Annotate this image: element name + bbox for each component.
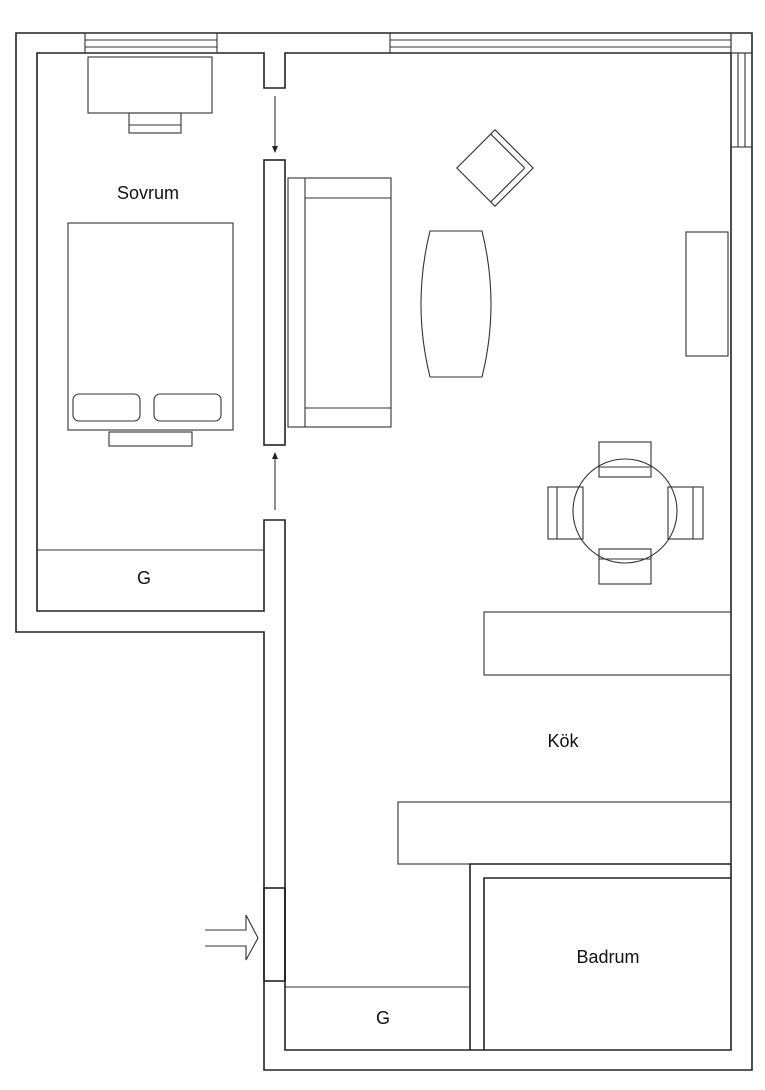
kitchen-counter-top xyxy=(483,611,732,676)
shelf xyxy=(685,231,729,357)
entrance-arrow-icon xyxy=(205,914,259,961)
room-label-bedroom: Sovrum xyxy=(117,183,179,203)
armchair xyxy=(456,129,534,207)
door-arrow-top xyxy=(272,96,278,153)
door-arrow-bottom xyxy=(272,452,278,510)
kitchen-counter-bottom xyxy=(397,801,732,865)
partition-wall xyxy=(263,159,286,446)
entrance-door xyxy=(263,887,286,982)
window-bedroom xyxy=(84,32,218,54)
room-label-bathroom: Badrum xyxy=(576,947,639,967)
bed xyxy=(67,222,234,447)
room-label-bedroom-closet: G xyxy=(137,568,151,588)
bedroom-inner-wall xyxy=(36,52,732,1051)
bathroom-walls xyxy=(469,863,731,1050)
window-right xyxy=(730,52,753,148)
coffee-table xyxy=(420,230,492,378)
dining-table xyxy=(547,441,704,585)
room-label-hall-closet: G xyxy=(376,1008,390,1028)
sofa xyxy=(287,177,392,428)
room-label-kitchen: Kök xyxy=(547,731,579,751)
window-living xyxy=(389,32,753,54)
desk xyxy=(87,56,213,134)
